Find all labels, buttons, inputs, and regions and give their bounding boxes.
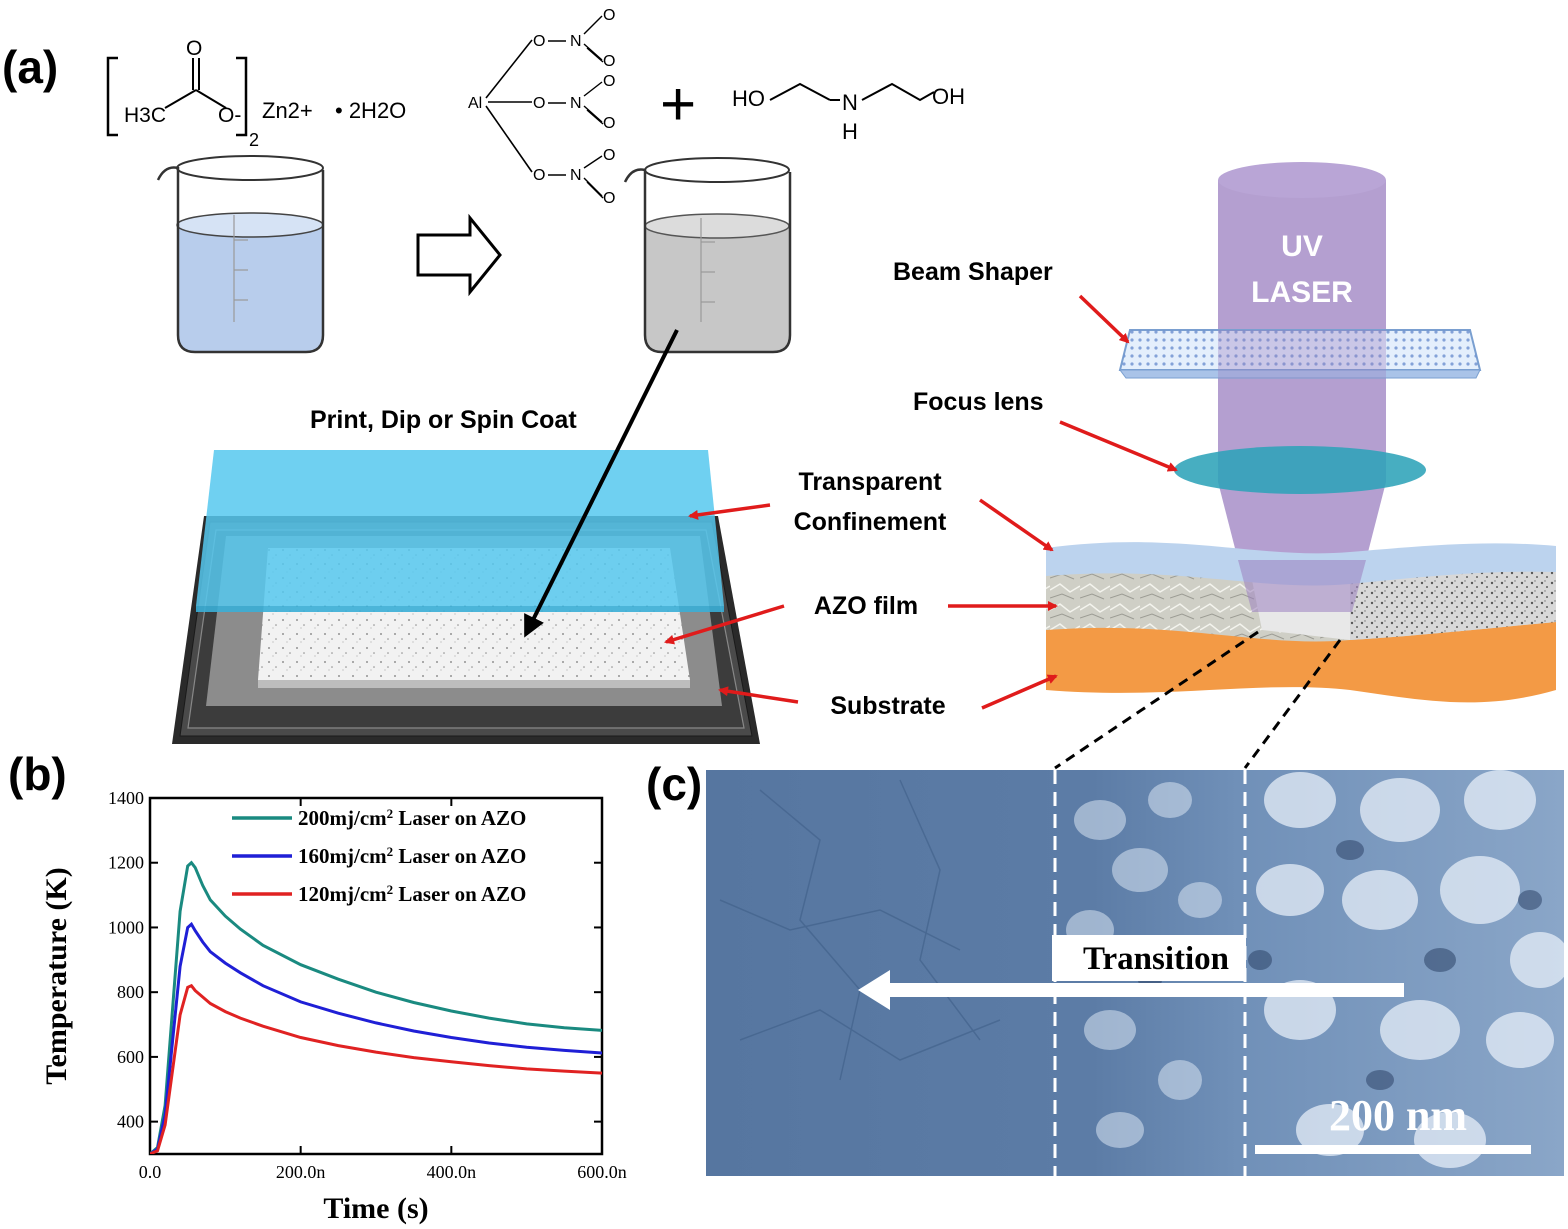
nitrate-o-7: O bbox=[603, 115, 615, 132]
nitrate-o-1: O bbox=[533, 33, 545, 50]
process-arrow-icon bbox=[416, 213, 502, 297]
focus-lens-pointer bbox=[1059, 420, 1178, 472]
nitrate-o-9: O bbox=[603, 190, 615, 207]
methyl-label: H3C bbox=[124, 104, 166, 127]
plot-area bbox=[150, 860, 602, 1154]
confinement-label-1: Transparent bbox=[798, 468, 942, 496]
uv-laser-label-2: LASER bbox=[1251, 276, 1353, 309]
aluminum-label: Al bbox=[468, 95, 482, 112]
transition-arrow bbox=[858, 970, 1404, 1010]
x-tick-label: 400.0n bbox=[427, 1162, 477, 1182]
laser-setup: UV LASER bbox=[1118, 162, 1482, 612]
transition-label: Transition bbox=[1083, 941, 1229, 977]
uv-laser-label-1: UV bbox=[1281, 230, 1323, 263]
scale-bar bbox=[1255, 1145, 1531, 1154]
nitrate-o-8: O bbox=[603, 147, 615, 164]
substrate-pointer-right bbox=[981, 674, 1058, 710]
y-tick-label: 800 bbox=[117, 982, 144, 1002]
coating-process-label: Print, Dip or Spin Coat bbox=[310, 406, 577, 434]
nitrate-o-3: O bbox=[533, 167, 545, 184]
amine-n-label: N bbox=[842, 90, 858, 115]
diethanolamine-formula: HO N H OH bbox=[732, 82, 965, 144]
focus-lens-shape bbox=[1174, 446, 1426, 494]
series-line-3 bbox=[150, 983, 602, 1154]
hydroxyl-right-label: OH bbox=[932, 84, 965, 109]
beaker-precursor-solution bbox=[623, 157, 792, 354]
azo-film-pointer-left bbox=[664, 604, 785, 645]
aluminum-nitrate-formula: Al O N O N O N O O O O O O bbox=[468, 7, 615, 207]
coated-substrate-stack bbox=[172, 450, 760, 744]
nitrate-o-4: O bbox=[603, 7, 615, 24]
focus-lens-label: Focus lens bbox=[913, 388, 1044, 416]
y-tick-label: 600 bbox=[117, 1047, 144, 1067]
beaker-zinc-solution bbox=[156, 155, 325, 354]
oxide-label: O- bbox=[218, 104, 241, 127]
x-tick-label: 0.0 bbox=[139, 1162, 162, 1182]
beam-shaper bbox=[1118, 329, 1482, 379]
panel-label-b: (b) bbox=[8, 748, 67, 800]
nitrate-o-2: O bbox=[533, 95, 545, 112]
nitrate-n-3: N bbox=[570, 167, 582, 184]
temperature-chart: 400 600 800 1000 1200 1400 0.0 200.0n 400.0n 600.… bbox=[40, 788, 627, 1225]
substrate-pointer-left bbox=[718, 686, 799, 704]
zoom-line-left bbox=[1054, 630, 1259, 770]
oxygen-top-label: O bbox=[186, 37, 202, 60]
plus-sign: + bbox=[660, 70, 696, 139]
legend-label-2: 160mj/cm2 Laser on AZO bbox=[298, 844, 526, 869]
scale-bar-label: 200 nm bbox=[1329, 1091, 1467, 1140]
beam-shaper-pointer bbox=[1078, 294, 1130, 344]
nitrate-o-5: O bbox=[603, 53, 615, 70]
substrate-label: Substrate bbox=[830, 692, 945, 720]
y-tick-label: 1000 bbox=[108, 917, 144, 937]
legend-label-1: 200mj/cm2 Laser on AZO bbox=[298, 806, 526, 831]
subscript-2: 2 bbox=[249, 130, 259, 150]
confinement-label-2: Confinement bbox=[794, 508, 947, 536]
y-tick-label: 1400 bbox=[108, 788, 144, 808]
zinc-acetate-formula: O H3C O- 2 Zn2+ • 2H2O bbox=[106, 37, 406, 150]
confinement-pointer-right bbox=[979, 498, 1054, 552]
panel-label-c: (c) bbox=[646, 758, 702, 810]
deposition-arrow bbox=[524, 329, 679, 638]
series-line-1 bbox=[150, 860, 602, 1154]
nitrate-n-1: N bbox=[570, 33, 582, 50]
transition-label-background bbox=[1052, 935, 1246, 981]
series-line-2 bbox=[150, 921, 602, 1154]
y-axis-title: Temperature (K) bbox=[40, 867, 73, 1084]
nitrate-n-2: N bbox=[570, 95, 582, 112]
legend-label-3: 120mj/cm2 Laser on AZO bbox=[298, 882, 526, 907]
y-tick-label: 400 bbox=[117, 1112, 144, 1132]
x-axis-title: Time (s) bbox=[323, 1192, 428, 1225]
panel-label-a: (a) bbox=[2, 41, 58, 93]
nitrate-o-6: O bbox=[603, 73, 615, 90]
x-tick-label: 600.0n bbox=[577, 1162, 627, 1182]
azo-film-label: AZO film bbox=[814, 592, 918, 620]
hydroxyl-left-label: HO bbox=[732, 86, 765, 111]
film-cross-section bbox=[1046, 542, 1556, 703]
amine-h-label: H bbox=[842, 119, 858, 144]
x-tick-label: 200.0n bbox=[276, 1162, 326, 1182]
zoom-line-right bbox=[1243, 639, 1342, 769]
water-label: • 2H2O bbox=[335, 98, 406, 123]
zinc-ion-label: Zn2+ bbox=[262, 98, 313, 123]
beam-shaper-label: Beam Shaper bbox=[893, 258, 1053, 286]
plot-frame bbox=[148, 796, 604, 1156]
y-tick-label: 1200 bbox=[108, 853, 144, 873]
confinement-pointer-left bbox=[688, 503, 771, 520]
